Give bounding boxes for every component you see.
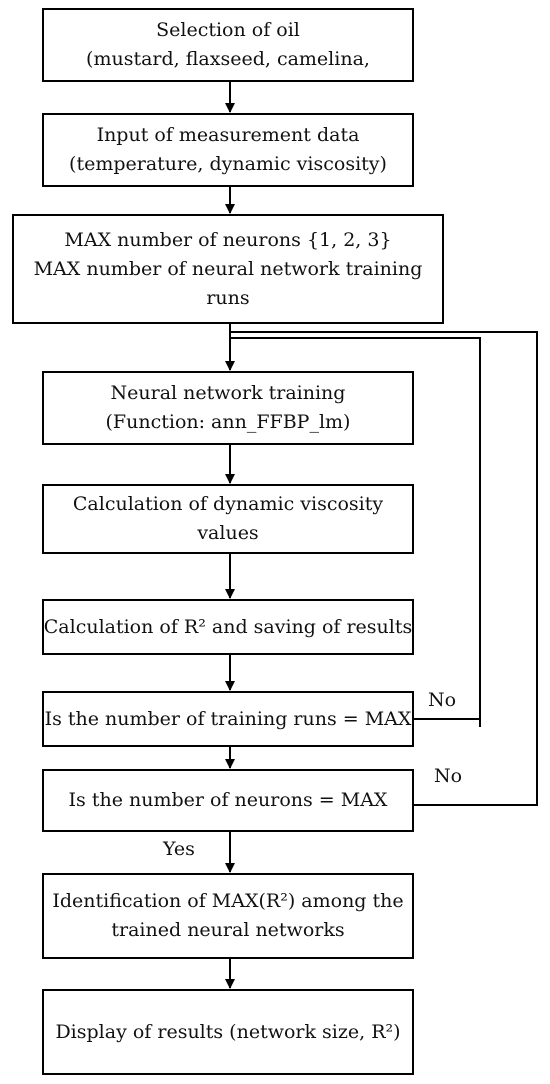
box-line: Identification of MAX(R²) among the: [52, 890, 404, 912]
box-line: (mustard, flaxseed, camelina,: [86, 48, 370, 70]
box-line: Input of measurement data: [96, 124, 360, 146]
box-line: Is the number of neurons = MAX: [68, 789, 388, 811]
box-calc-viscosity: Calculation of dynamic viscosity values: [42, 484, 414, 554]
box-check-runs: Is the number of training runs = MAX: [42, 691, 414, 747]
box-line: (temperature, dynamic viscosity): [69, 153, 387, 175]
box-line: MAX number of neural network training: [33, 257, 423, 280]
box-check-neurons: Is the number of neurons = MAX: [42, 769, 414, 832]
label-no-runs: No: [428, 689, 457, 711]
box-max-settings: MAX number of neurons {1, 2, 3} MAX numb…: [12, 214, 444, 324]
loop-neurons-no: [230, 331, 538, 806]
label-no-neurons: No: [434, 765, 463, 787]
box-select-oil: Selection of oil (mustard, flaxseed, cam…: [42, 8, 414, 82]
box-line: Neural network training: [110, 382, 346, 404]
box-line: runs: [206, 286, 250, 309]
box-calc-r2: Calculation of R² and saving of results: [42, 599, 414, 655]
box-line: Calculation of dynamic viscosity: [72, 493, 384, 515]
box-line: Is the number of training runs = MAX: [44, 707, 412, 730]
box-line: MAX number of neurons {1, 2, 3}: [64, 228, 392, 251]
box-line: Display of results (network size, R²): [55, 1020, 401, 1043]
box-display-results: Display of results (network size, R²): [42, 989, 414, 1075]
box-line: values: [197, 522, 259, 544]
box-nn-training: Neural network training (Function: ann_F…: [42, 371, 414, 445]
box-line: (Function: ann_FFBP_lm): [105, 411, 351, 433]
box-line: trained neural networks: [111, 919, 345, 941]
loop-runs-no: [230, 337, 481, 720]
box-input-data: Input of measurement data (temperature, …: [42, 113, 414, 187]
label-yes: Yes: [163, 838, 195, 860]
box-line: Selection of oil: [156, 19, 300, 41]
box-line: Calculation of R² and saving of results: [43, 615, 413, 638]
box-identify-max: Identification of MAX(R²) among the trai…: [42, 873, 414, 959]
